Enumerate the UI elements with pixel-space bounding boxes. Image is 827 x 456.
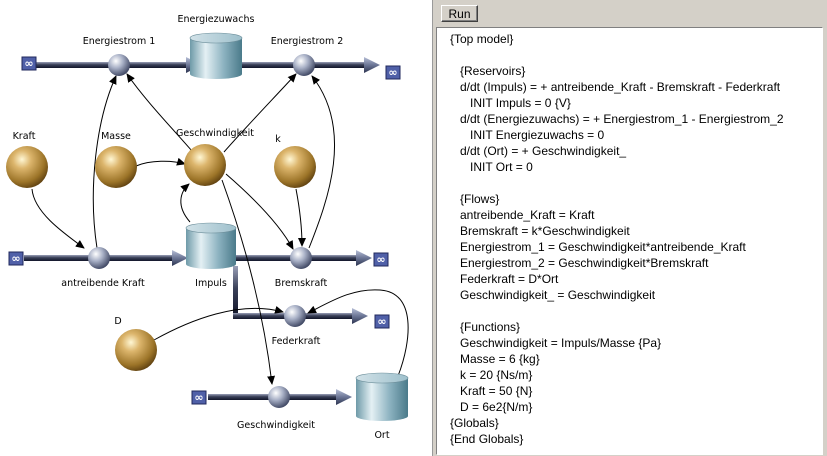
infinity-sink-icon: ∞ (385, 65, 401, 80)
link-geschwindigkeit-bremskraft (225, 173, 294, 250)
link-ort-federkraft (307, 289, 409, 377)
diagram-canvas: ∞ ∞ ∞ ∞ ∞ ∞ (6, 14, 409, 441)
label-energiezuwachs: Energiezuwachs (178, 14, 255, 25)
link-kraft-antreibende (31, 188, 85, 249)
converter-kraft[interactable] (6, 146, 48, 188)
converter-d[interactable] (115, 329, 157, 371)
label-ort: Ort (374, 430, 389, 441)
infinity-sink-icon: ∞ (373, 252, 389, 267)
converter-k[interactable] (274, 146, 316, 188)
label-antreibende-kraft: antreibende Kraft (61, 278, 145, 289)
svg-text:∞: ∞ (376, 253, 385, 266)
equation-editor[interactable]: {Top model} {Reservoirs} d/dt (Impuls) =… (436, 27, 823, 455)
label-geschwindigkeit: Geschwindigkeit (176, 128, 254, 139)
valve-federkraft[interactable] (284, 305, 306, 327)
label-geschwindigkeit-flow: Geschwindigkeit (237, 420, 315, 431)
converter-geschwindigkeit[interactable] (184, 144, 226, 186)
svg-text:∞: ∞ (194, 391, 203, 404)
label-masse: Masse (101, 131, 131, 142)
link-masse-geschwindigkeit (135, 157, 186, 167)
infinity-source-icon: ∞ (21, 56, 37, 71)
link-d-federkraft (153, 306, 284, 341)
model-diagram[interactable]: ∞ ∞ ∞ ∞ ∞ ∞ (0, 0, 432, 456)
valve-antreibende-kraft[interactable] (88, 247, 110, 269)
svg-text:∞: ∞ (11, 252, 20, 265)
svg-text:∞: ∞ (24, 57, 33, 70)
label-energiestrom-1: Energiestrom 1 (83, 36, 156, 47)
label-kraft: Kraft (13, 131, 36, 142)
code-panel: Run {Top model} {Reservoirs} d/dt (Impul… (433, 0, 827, 456)
run-button[interactable]: Run (441, 5, 478, 22)
equation-text[interactable]: {Top model} {Reservoirs} d/dt (Impuls) =… (450, 32, 784, 446)
label-energiestrom-2: Energiestrom 2 (271, 36, 344, 47)
infinity-sink-icon: ∞ (374, 314, 390, 329)
svg-text:∞: ∞ (388, 66, 397, 79)
infinity-source-icon: ∞ (191, 390, 207, 405)
valve-energiestrom-2[interactable] (293, 54, 315, 76)
infinity-source-icon: ∞ (8, 251, 24, 266)
label-federkraft: Federkraft (272, 336, 321, 347)
reservoir-energiezuwachs[interactable] (189, 32, 243, 79)
converter-masse[interactable] (95, 146, 137, 188)
link-antreibende-energiestrom1 (92, 75, 117, 249)
label-d: D (114, 316, 121, 327)
valve-geschwindigkeit[interactable] (268, 386, 290, 408)
label-bremskraft: Bremskraft (275, 278, 328, 289)
label-k: k (275, 134, 281, 145)
link-geschwindigkeit-energiestrom2 (223, 73, 297, 153)
link-geschwindigkeit-geschwindigkeitflow (221, 179, 276, 385)
label-impuls: Impuls (195, 278, 227, 289)
svg-text:∞: ∞ (377, 315, 386, 328)
link-bremskraft-energiestrom2 (308, 75, 335, 249)
link-geschwindigkeit-energiestrom1 (126, 73, 193, 152)
reservoir-ort[interactable] (355, 372, 409, 421)
panel-divider[interactable] (432, 0, 433, 456)
reservoir-impuls[interactable] (185, 222, 237, 269)
link-k-bremskraft (295, 188, 306, 247)
valve-energiestrom-1[interactable] (108, 54, 130, 76)
link-impuls-geschwindigkeit (180, 183, 191, 223)
valve-bremskraft[interactable] (290, 247, 312, 269)
